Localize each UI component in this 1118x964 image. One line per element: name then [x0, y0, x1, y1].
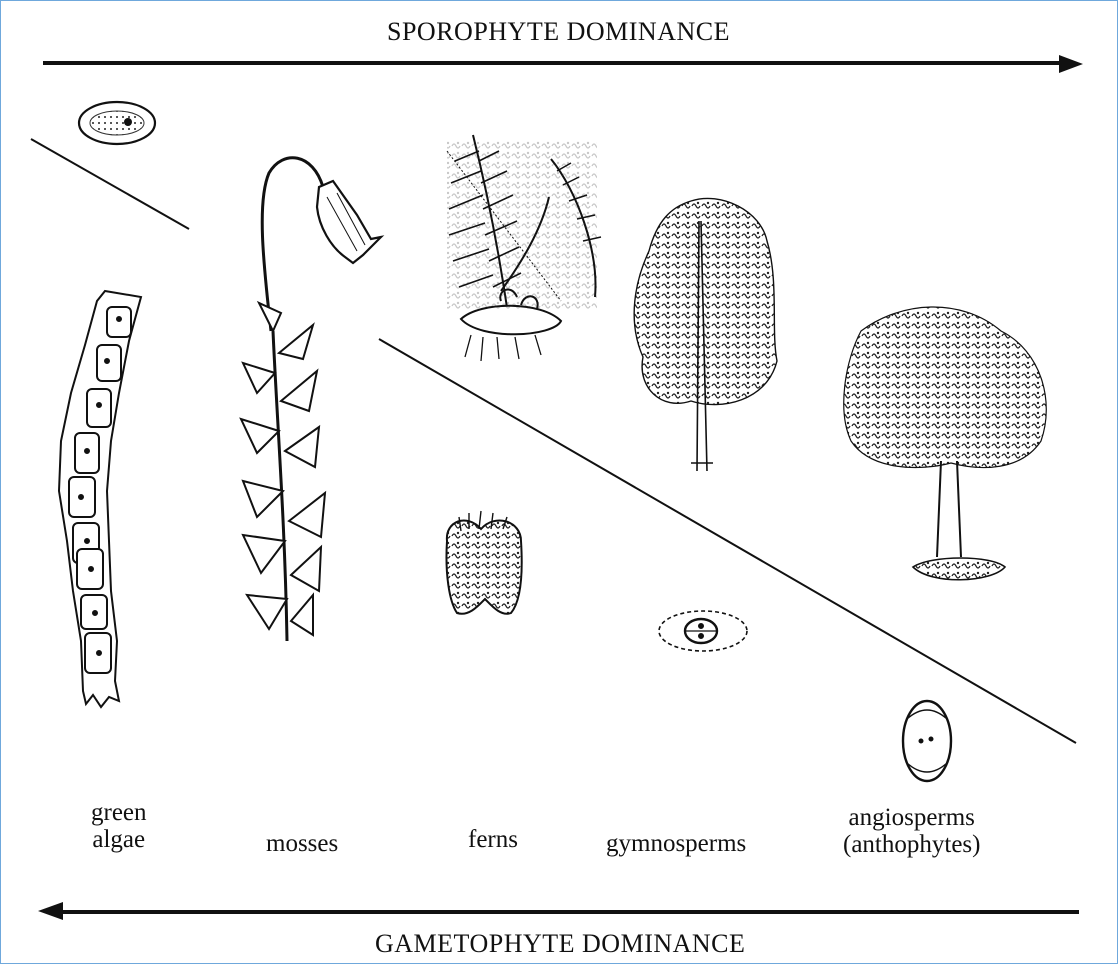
- gymnosperms-label: gymnosperms: [606, 830, 746, 857]
- algae-cell-icon: [79, 102, 155, 144]
- fern-sporophyte-icon: [447, 135, 601, 361]
- gymnosperm-ovule-icon: [659, 611, 747, 651]
- green-algae-label: green algae: [91, 799, 147, 853]
- angiosperms-label: angiosperms (anthophytes): [843, 804, 980, 858]
- algae-filament-icon: [59, 291, 141, 707]
- green-algae-label-line2: algae: [91, 826, 147, 853]
- gametophyte-arrow: [38, 902, 1079, 920]
- angiosperms-label-line2: (anthophytes): [843, 831, 980, 858]
- mosses-label: mosses: [266, 830, 338, 857]
- sporophyte-arrow: [43, 55, 1083, 73]
- divider-line-left: [31, 139, 189, 229]
- gametophyte-dominance-label: GAMETOPHYTE DOMINANCE: [375, 929, 745, 959]
- gymnosperm-tree-icon: [634, 198, 777, 471]
- angiosperm-embryo-sac-icon: [903, 701, 951, 781]
- fern-gametophyte-icon: [446, 511, 521, 614]
- angiosperms-label-line1: angiosperms: [843, 804, 980, 831]
- ferns-label: ferns: [468, 826, 518, 853]
- green-algae-label-line1: green: [91, 799, 147, 826]
- angiosperm-tree-icon: [844, 307, 1047, 580]
- moss-plant-icon: [241, 158, 381, 641]
